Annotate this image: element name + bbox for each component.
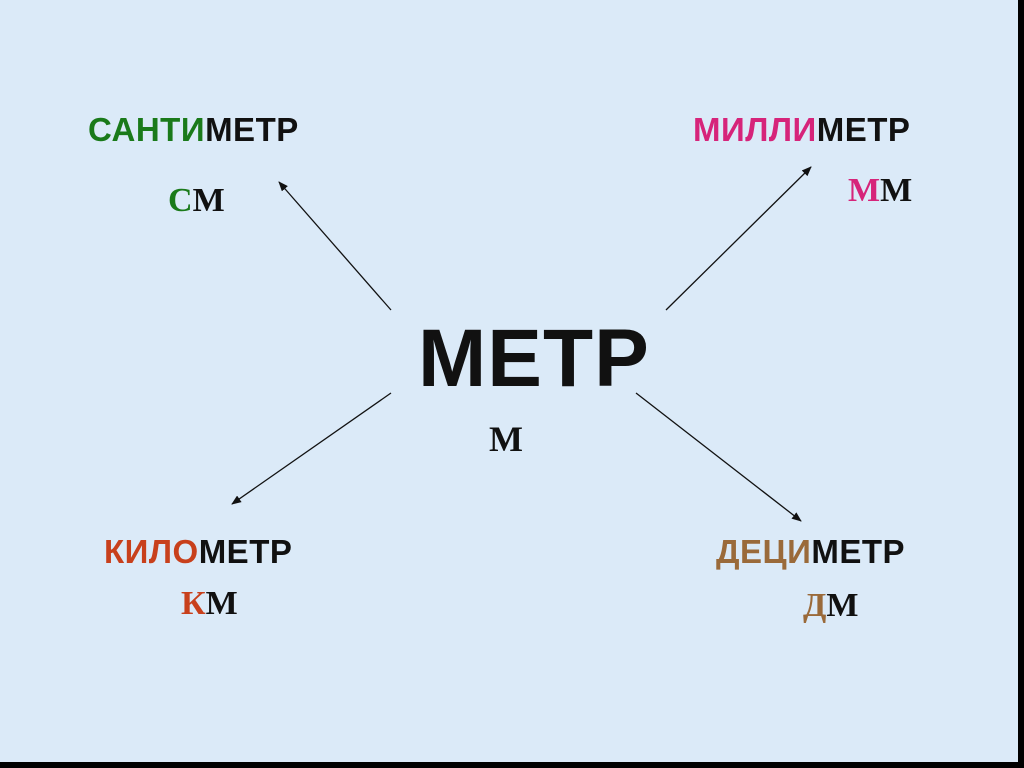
- prefix-kilometer: КИЛО: [104, 533, 199, 570]
- arrow-to-millimeter: [665, 166, 812, 311]
- root-decimeter: МЕТР: [811, 533, 906, 570]
- abbr-root-centimeter: М: [192, 182, 225, 219]
- term-centimeter: САНТИМЕТР: [88, 111, 299, 149]
- root-kilometer: МЕТР: [198, 533, 293, 570]
- abbr-prefix-decimeter: Д: [803, 587, 827, 624]
- abbr-prefix-centimeter: С: [168, 182, 193, 219]
- arrow-to-kilometer: [231, 392, 392, 505]
- abbr-decimeter: ДМ: [803, 587, 859, 625]
- abbr-prefix-millimeter: М: [848, 172, 881, 209]
- abbr-root-millimeter: М: [880, 172, 913, 209]
- abbr-millimeter: ММ: [848, 172, 912, 210]
- abbr-kilometer: КМ: [181, 585, 238, 623]
- term-decimeter: ДЕЦИМЕТР: [716, 533, 905, 571]
- root-centimeter: МЕТР: [205, 111, 299, 148]
- prefix-decimeter: ДЕЦИ: [716, 533, 812, 570]
- abbr-root-decimeter: М: [826, 587, 859, 624]
- term-kilometer: КИЛОМЕТР: [104, 533, 292, 571]
- arrow-to-decimeter: [635, 392, 802, 522]
- center-abbr-meter: М: [489, 419, 523, 459]
- term-millimeter: МИЛЛИМЕТР: [693, 111, 910, 149]
- center-term-meter: МЕТР: [418, 313, 650, 404]
- prefix-centimeter: САНТИ: [88, 111, 206, 148]
- abbr-root-kilometer: М: [205, 585, 238, 622]
- abbr-centimeter: СМ: [168, 182, 225, 220]
- root-millimeter: МЕТР: [816, 111, 911, 148]
- prefix-millimeter: МИЛЛИ: [693, 111, 817, 148]
- abbr-prefix-kilometer: К: [181, 585, 206, 622]
- arrow-to-centimeter: [278, 181, 392, 311]
